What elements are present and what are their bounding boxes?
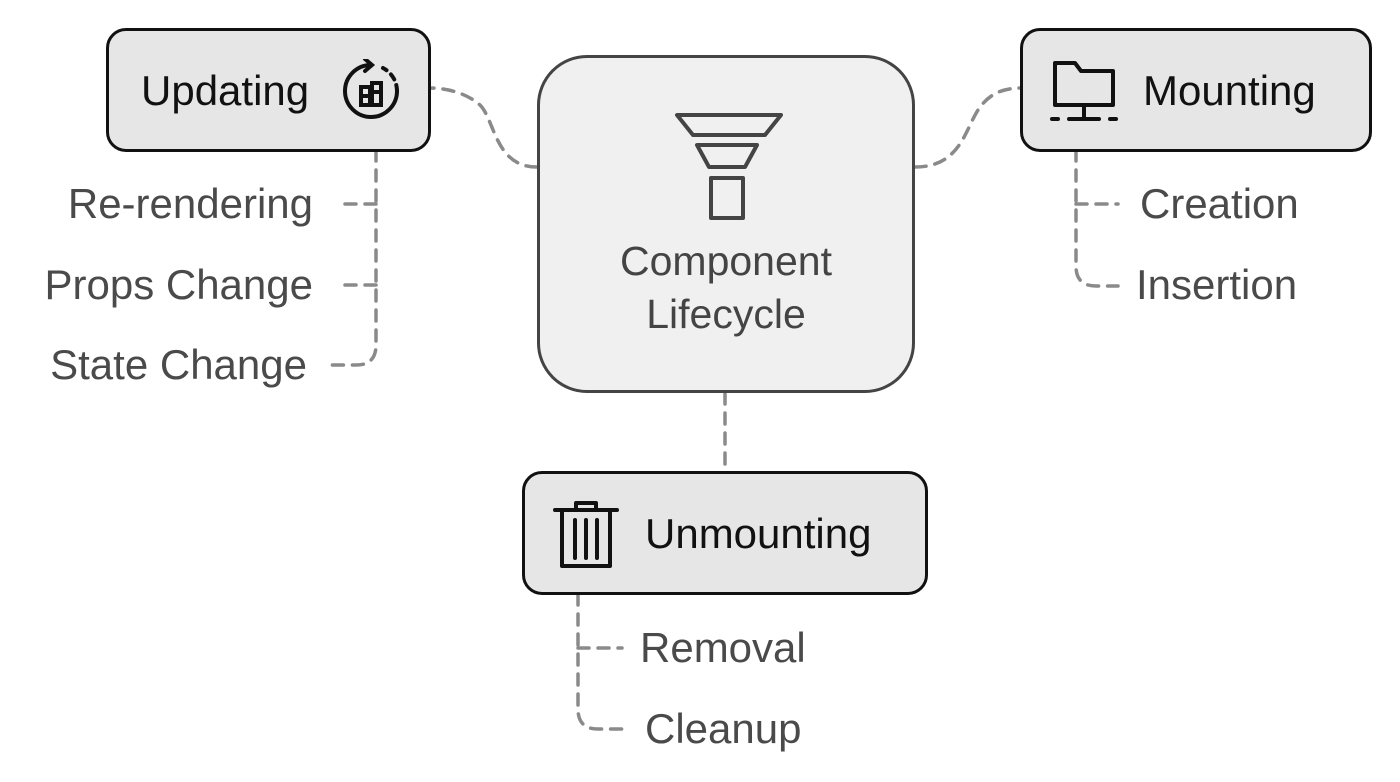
mounting-item-creation: Creation <box>1140 180 1299 227</box>
connector-center-mounting <box>913 86 1024 169</box>
network-folder-icon <box>1050 61 1118 121</box>
center-title-line2: Lifecycle <box>646 291 806 337</box>
refresh-cycle-icon <box>343 59 399 119</box>
unmounting-item-cleanup: Cleanup <box>645 705 802 752</box>
updating-item-props-change: Props Change <box>44 261 313 308</box>
funnel-icon <box>675 113 783 220</box>
mounting-item-insertion: Insertion <box>1136 261 1298 308</box>
center-title-line1: Component <box>620 238 832 284</box>
updating-item-rerendering: Re-rendering <box>67 180 313 227</box>
updating-item-state-change: State Change <box>50 341 307 388</box>
unmounting-node: Unmounting <box>522 471 928 595</box>
connector-unmounting-trunk <box>576 592 624 731</box>
connector-mounting-trunk <box>1074 148 1120 288</box>
mounting-label: Mounting <box>1143 67 1316 114</box>
connector-center-updating <box>428 86 539 169</box>
trash-icon <box>553 501 619 568</box>
connector-updating-trunk <box>328 148 378 367</box>
updating-label: Updating <box>141 67 310 114</box>
updating-node: Updating <box>106 28 431 152</box>
mounting-node: Mounting <box>1020 28 1372 152</box>
unmounting-item-removal: Removal <box>640 624 806 671</box>
component-lifecycle-node: Component Lifecycle <box>537 55 915 393</box>
unmounting-label: Unmounting <box>645 510 872 557</box>
